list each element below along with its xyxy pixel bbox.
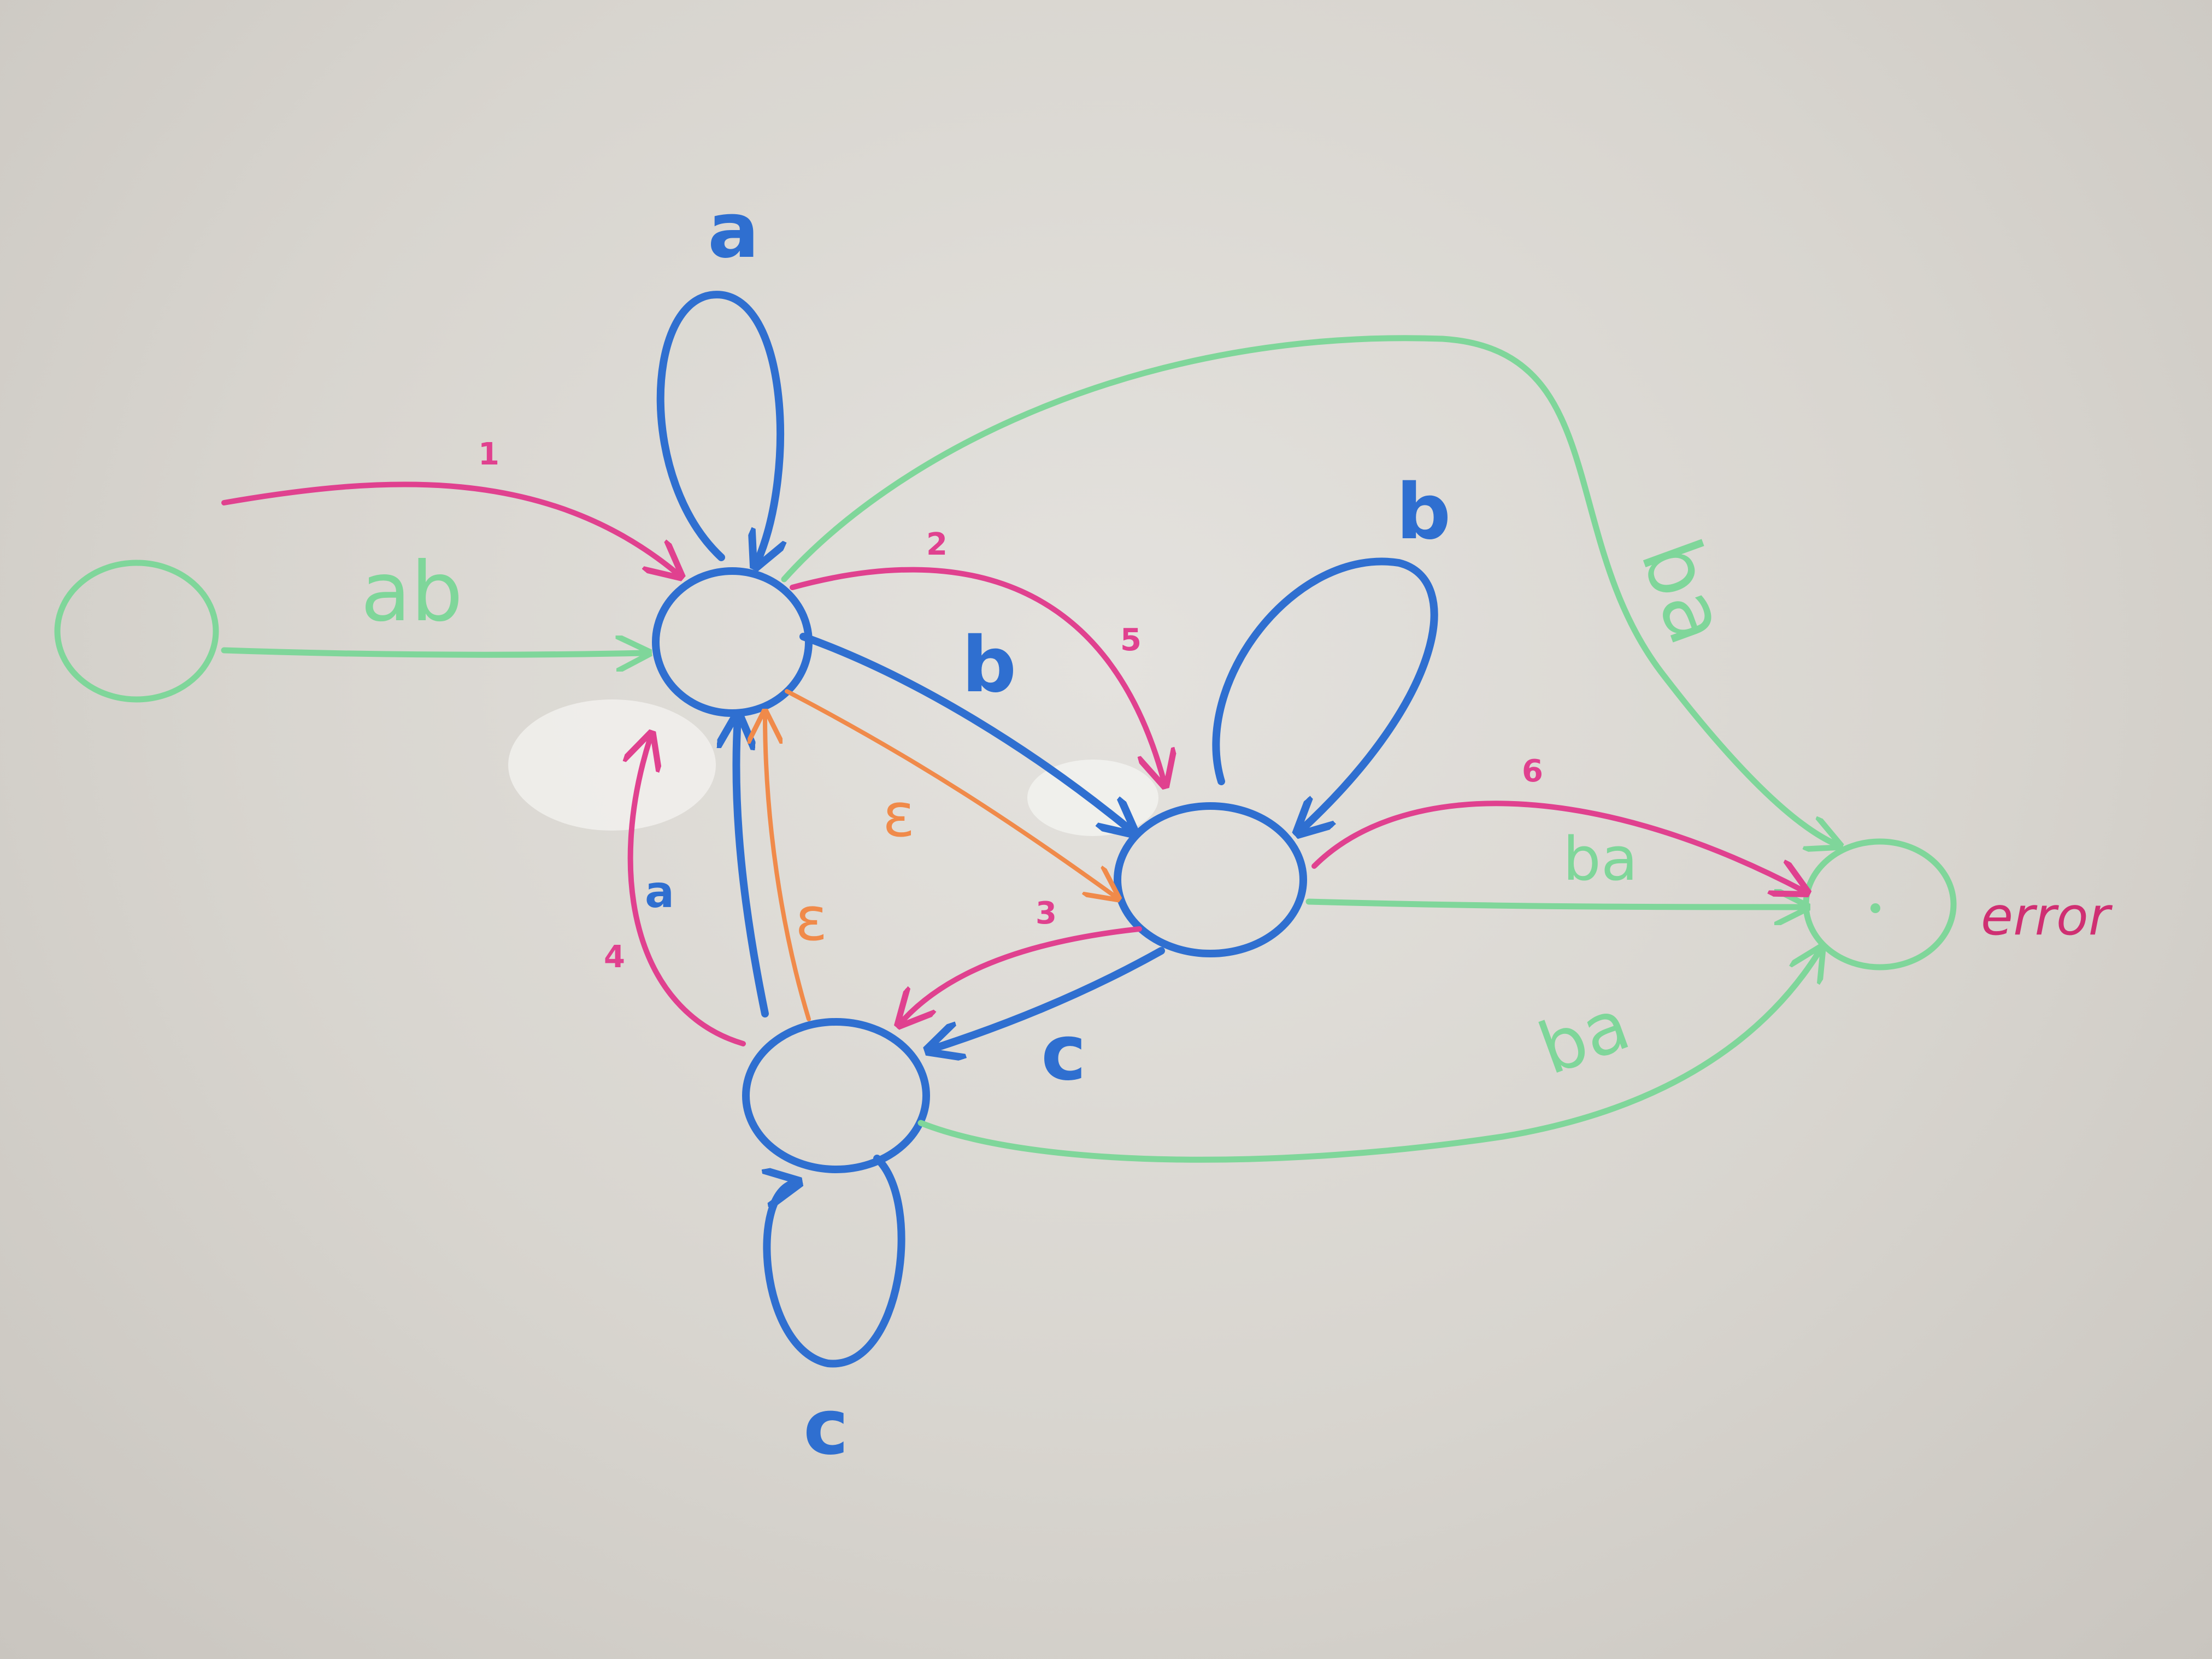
error-state-dot (1870, 903, 1880, 913)
label-loop-b: b (1396, 468, 1451, 557)
edge-a-error (781, 335, 1836, 844)
trace-2 (790, 567, 1164, 781)
trace-6 (1311, 801, 1803, 891)
label-step-4: 4 (604, 939, 625, 975)
label-step-1: 1 (478, 437, 499, 472)
edge-b-error (1305, 902, 1803, 907)
trace-1 (221, 481, 678, 574)
label-step-2: 2 (926, 527, 948, 562)
loop-c (767, 1155, 905, 1368)
label-eps-c-a: ε (795, 884, 827, 954)
edge-c-a (736, 719, 769, 1017)
start-state (54, 560, 219, 703)
edge-a-b (799, 633, 1131, 831)
label-ba-mid: ba (1563, 824, 1638, 894)
edge-b-c (932, 947, 1165, 1049)
label-step-6: 6 (1522, 754, 1543, 789)
state-b (1114, 802, 1307, 957)
label-a-b: b (962, 621, 1016, 710)
label-loop-a: a (708, 186, 759, 275)
trace-3 (902, 926, 1142, 1022)
label-step-5: 5 (1120, 622, 1142, 658)
label-c-a: a (645, 867, 674, 917)
edge-c-error (917, 951, 1820, 1163)
loop-a (656, 291, 780, 563)
error-state (1803, 838, 1957, 970)
state-c (742, 1018, 930, 1173)
label-ba-bottom: ba (1528, 983, 1640, 1091)
board-glare (508, 699, 716, 831)
label-error: error (1981, 886, 2113, 947)
trace-4 (631, 738, 746, 1046)
eps-edge-a-b (785, 689, 1115, 896)
label-step-3: 3 (1036, 896, 1057, 931)
eps-edge-c-a (765, 716, 811, 1021)
edge-start-a (221, 650, 645, 655)
label-eps-a-b: ε (883, 780, 915, 850)
loop-b (1212, 557, 1438, 831)
label-loop-c: c (803, 1383, 849, 1472)
label-b-c: c (1041, 1009, 1086, 1098)
label-ab: ab (361, 545, 463, 640)
